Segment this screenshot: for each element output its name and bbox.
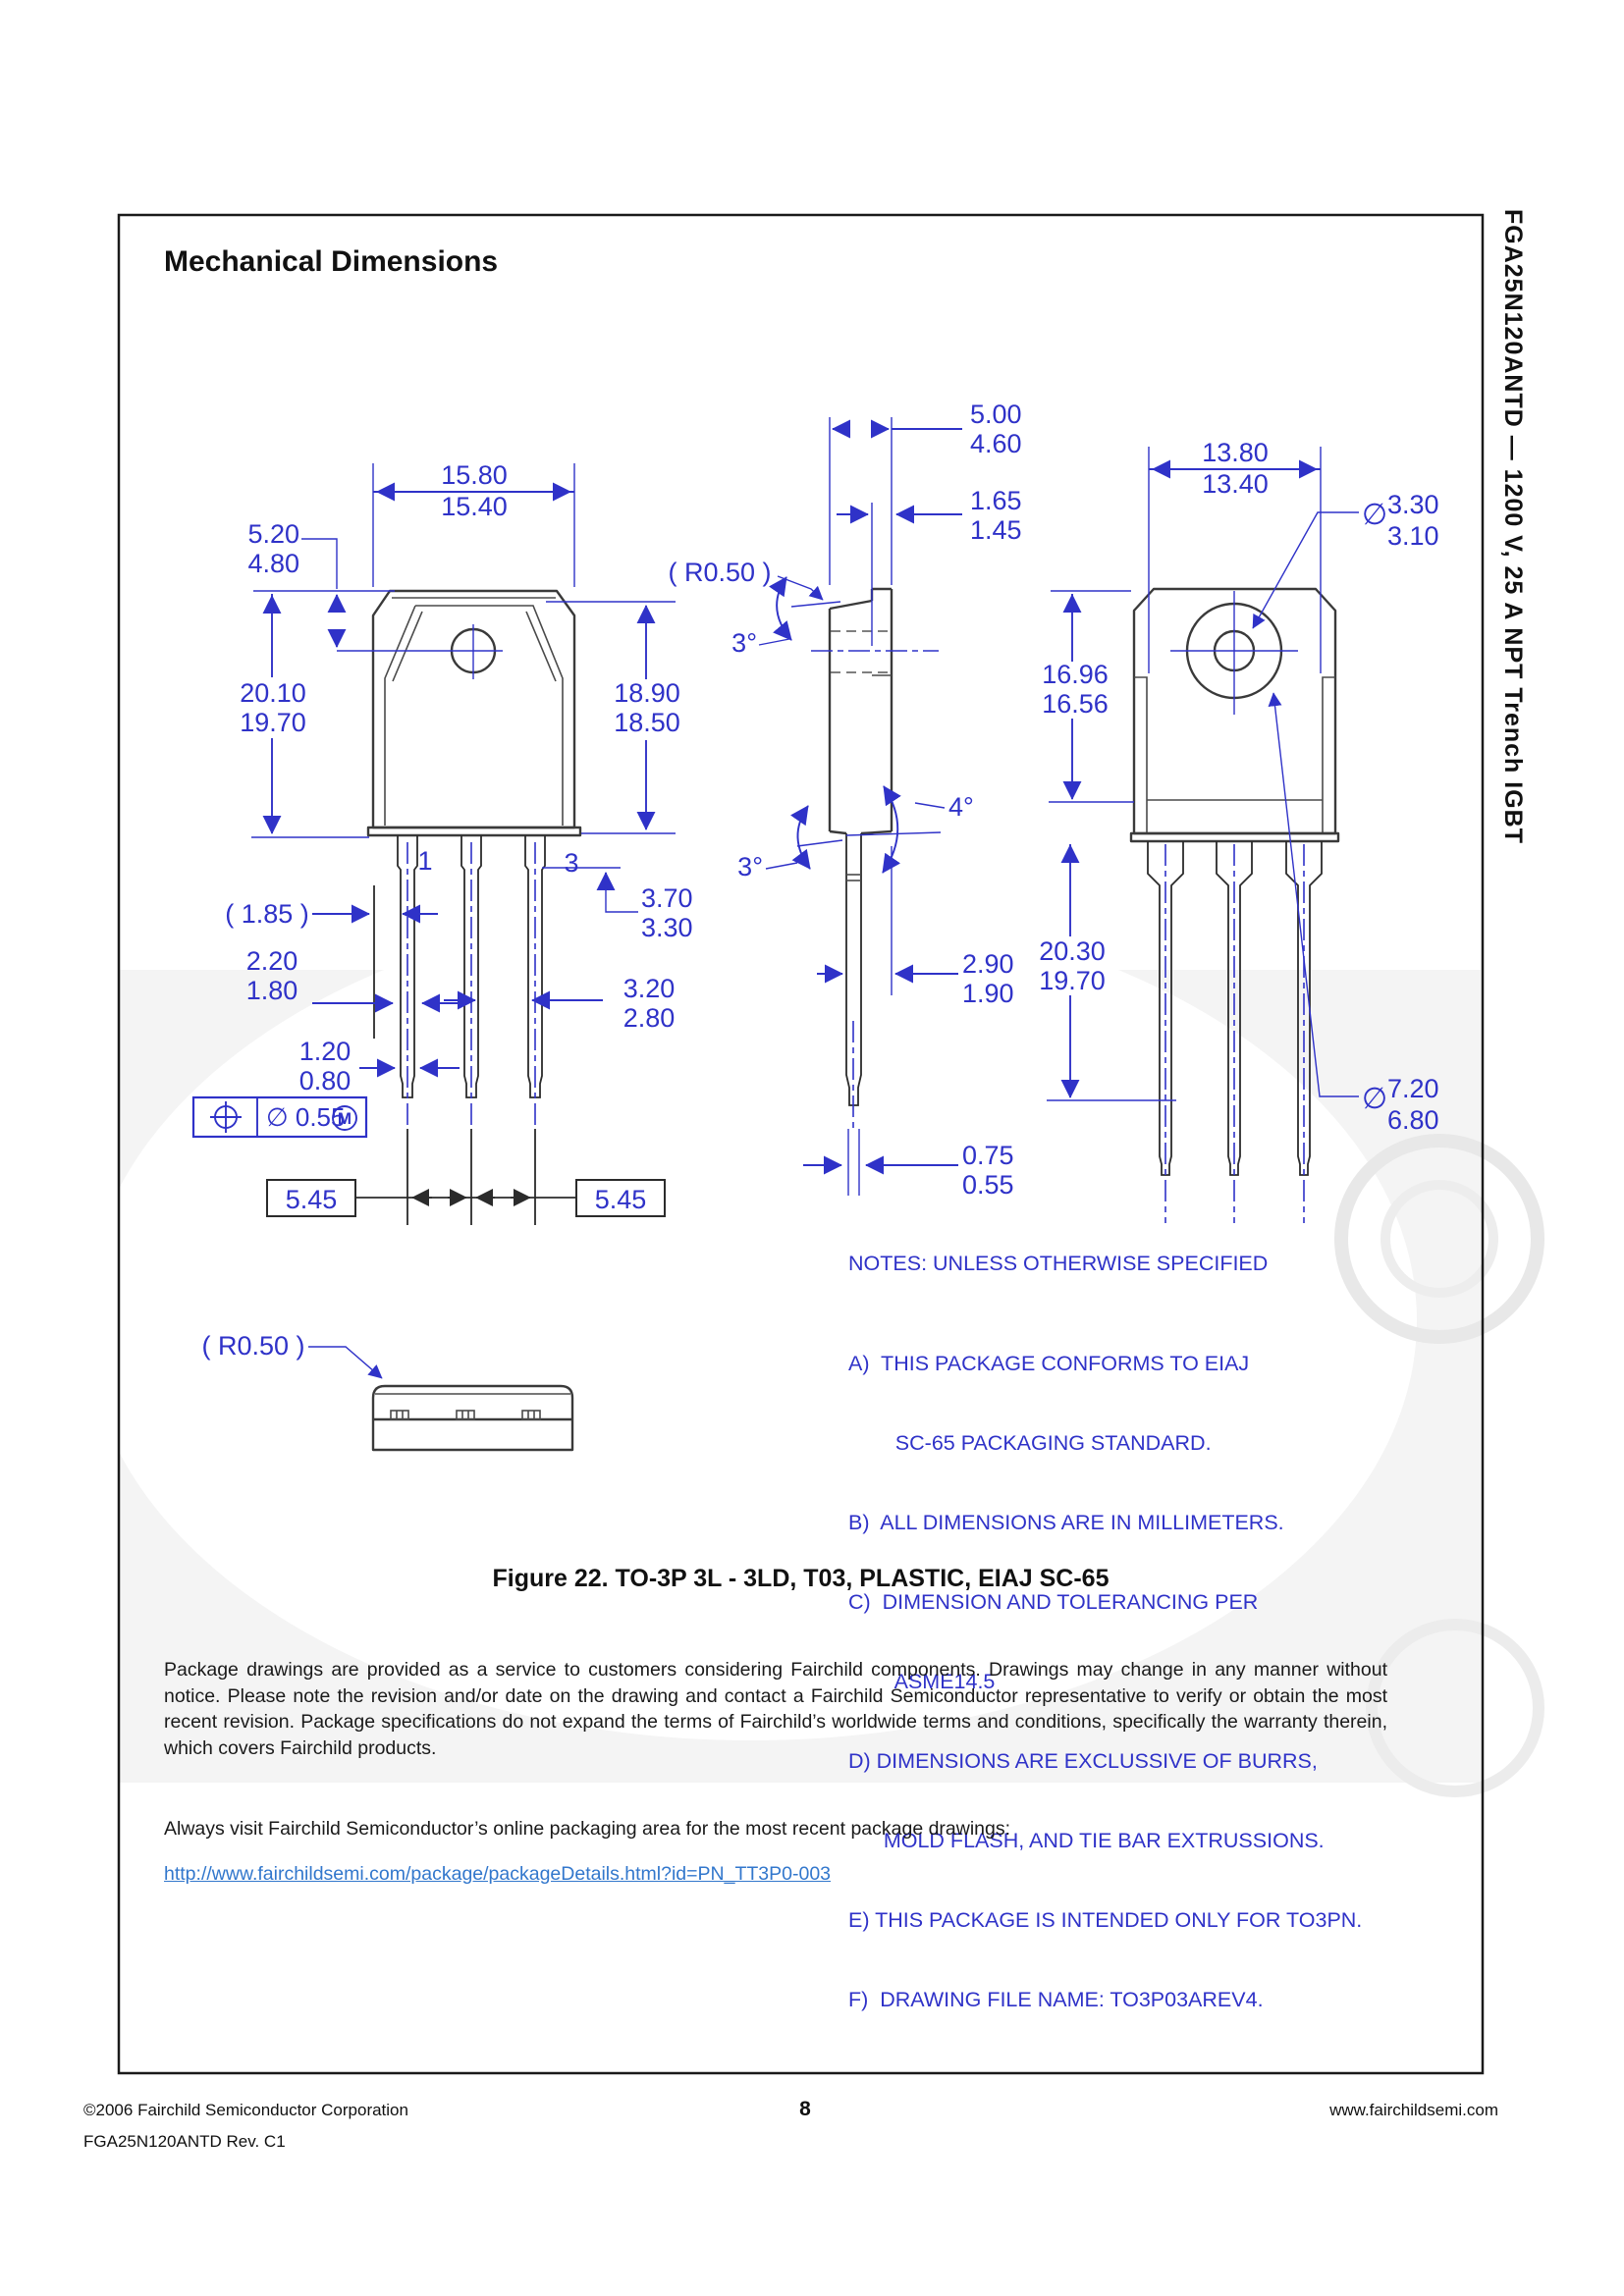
footer-website: www.fairchildsemi.com [1329,2101,1498,2119]
dim-back-width-min: 13.40 [1202,469,1269,499]
dim-side-angle-top: 3° [731,628,757,658]
dim-front-width-max: 15.80 [441,460,508,490]
online-packaging-note: Always visit Fairchild Semiconductor’s o… [164,1818,1011,1840]
note-line: A) THIS PACKAGE CONFORMS TO EIAJ [848,1352,1250,1375]
dim-side-angle-lead: 4° [948,792,974,822]
dim-front-pinw-min: 1.80 [246,976,298,1005]
note-line: C) DIMENSION AND TOLERANCING PER [848,1590,1259,1614]
dim-front-body-max: 18.90 [614,678,680,708]
dim-front-tab-min: 4.80 [247,549,299,578]
bottom-view-dimensions: ( R0.50 ) [201,1331,383,1379]
dim-side-angle-mid: 3° [737,852,763,881]
dim-side-thickness-min: 4.60 [970,429,1022,458]
footer-revision: FGA25N120ANTD Rev. C1 [83,2132,286,2151]
note-line: SC-65 PACKAGING STANDARD. [848,1431,1212,1455]
back-view-dimensions: 13.80 13.40 ∅ 3.30 3.10 ∅ 7.20 6.80 16.9… [1039,438,1438,1135]
note-line: E) THIS PACKAGE IS INTENDED ONLY FOR TO3… [848,1908,1363,1932]
side-view-dimensions: 5.00 4.60 1.65 1.45 ( R0.50 ) 3° 4° 3° 2… [668,400,1021,1200]
dim-front-gap-min: 2.80 [623,1003,676,1033]
notes-heading: NOTES: UNLESS OTHERWISE SPECIFIED [848,1252,1269,1275]
dim-back-boss-min: 6.80 [1387,1105,1439,1135]
note-line: B) ALL DIMENSIONS ARE IN MILLIMETERS. [848,1511,1284,1534]
note-line: MOLD FLASH, AND TIE BAR EXTRUSSIONS. [848,1829,1325,1852]
dim-front-tab-max: 5.20 [247,519,299,549]
note-line: ASME14.5 [848,1670,996,1693]
dim-pitch-right: 5.45 [595,1185,647,1214]
fairchild-watermark [85,900,1544,1797]
sidebar-part-title: FGA25N120ANTD — 1200 V, 25 A NPT Trench … [1499,209,1527,844]
footer-copyright: ©2006 Fairchild Semiconductor Corporatio… [83,2101,408,2119]
dim-front-width-min: 15.40 [441,492,508,521]
dim-side-radius-ref: ( R0.50 ) [668,558,771,587]
dim-front-pinw-max: 2.20 [246,946,298,976]
dim-position-tol: ∅ 0.55 [266,1102,345,1132]
dim-bottom-radius-ref: ( R0.50 ) [201,1331,304,1361]
dim-side-lead-offset-min: 1.90 [962,979,1014,1008]
dim-side-thickness-max: 5.00 [970,400,1022,429]
footer-page-number: 8 [799,2098,811,2120]
mmc-modifier: M [338,1109,352,1128]
dim-back-height-max: 16.96 [1042,660,1109,689]
pin-3-label: 3 [564,848,578,878]
page-title: Mechanical Dimensions [164,245,499,278]
dim-side-lead-thk-max: 0.75 [962,1141,1014,1170]
note-line: F) DRAWING FILE NAME: TO3P03AREV4. [848,1988,1264,2011]
dim-front-pinw2-min: 0.80 [299,1066,352,1095]
diameter-symbol-boss: ∅ [1362,1083,1387,1115]
dim-front-stub-max: 3.70 [641,883,693,913]
dim-back-hole-max: 3.30 [1387,490,1439,519]
true-position-frame: ∅ 0.55 M [191,1095,368,1139]
pin-pitch-dimension: 5.45 5.45 [266,1129,666,1225]
pin-1-label: 1 [417,846,432,876]
dim-front-stub-min: 3.30 [641,913,693,942]
dim-side-lead-offset-max: 2.90 [962,949,1014,979]
diameter-symbol-hole: ∅ [1362,499,1387,531]
bottom-view-outline [371,1384,574,1452]
dim-front-height-min: 19.70 [240,708,306,737]
dim-back-hole-min: 3.10 [1387,521,1439,551]
front-view-dimensions: 15.80 15.40 5.20 4.80 20.10 19.70 18.90 … [191,460,693,1225]
dim-back-boss-max: 7.20 [1387,1074,1439,1103]
dim-front-body-min: 18.50 [614,708,680,737]
dim-side-tab-max: 1.65 [970,486,1022,515]
figure-caption: Figure 22. TO-3P 3L - 3LD, T03, PLASTIC,… [492,1565,1110,1592]
package-details-link[interactable]: http://www.fairchildsemi.com/package/pac… [164,1863,832,1885]
dim-front-pinw2-max: 1.20 [299,1037,352,1066]
dim-front-height-max: 20.10 [240,678,306,708]
dim-back-leadlen-max: 20.30 [1039,936,1106,966]
dim-back-width-max: 13.80 [1202,438,1269,467]
note-line: D) DIMENSIONS ARE EXCLUSSIVE OF BURRS, [848,1749,1318,1773]
dim-pitch-left: 5.45 [286,1185,338,1214]
package-disclaimer: Package drawings are provided as a servi… [164,1659,1387,1759]
back-view-outline [1129,587,1340,1223]
dim-front-gap-max: 3.20 [623,974,676,1003]
dim-back-height-min: 16.56 [1042,689,1109,719]
dim-front-pin-offset-ref: ( 1.85 ) [225,899,309,929]
dim-side-tab-min: 1.45 [970,515,1022,545]
dim-side-lead-thk-min: 0.55 [962,1170,1014,1200]
page-border [117,213,1485,2075]
dim-back-leadlen-min: 19.70 [1039,966,1106,995]
notes-list: A) THIS PACKAGE CONFORMS TO EIAJ SC-65 P… [848,1298,1362,2040]
